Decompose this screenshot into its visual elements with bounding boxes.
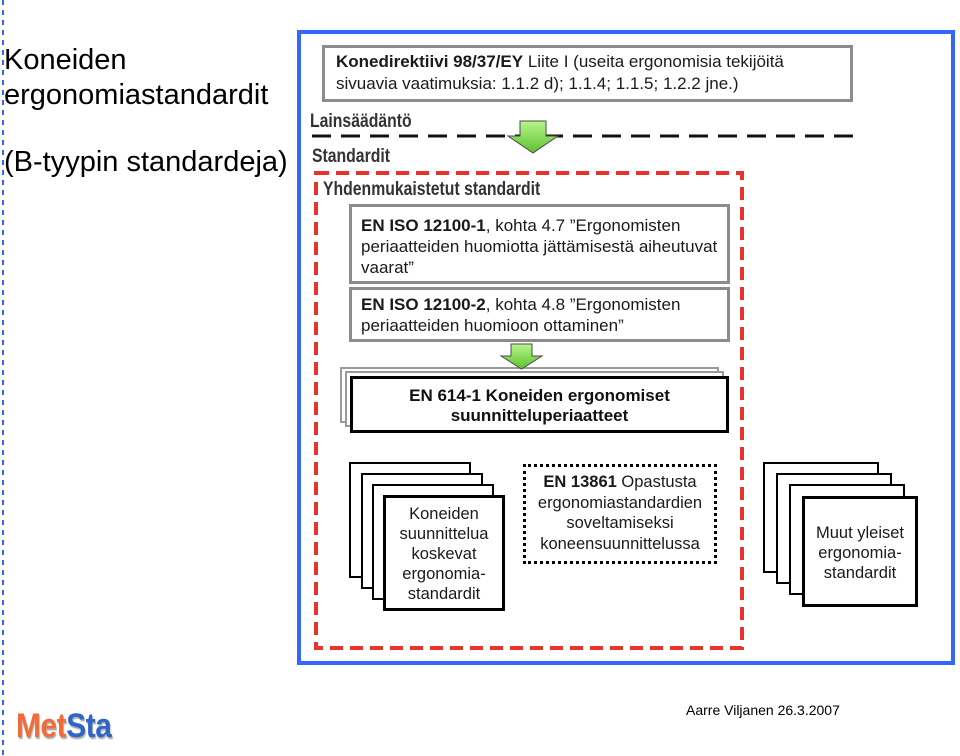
down-arrow-icon — [499, 343, 544, 370]
machine-design-line-4: ergonomia- — [402, 565, 486, 583]
other-standards-line-2: ergonomia- — [818, 544, 902, 562]
other-standards-line-3: standardit — [823, 564, 897, 582]
legislation-label: Lainsäädäntö — [310, 111, 412, 132]
en-614-1-line-2: suunnitteluperiaatteet — [450, 406, 629, 425]
iso-12100-2-box: EN ISO 12100-2, kohta 4.8 ”Ergonomisten … — [349, 287, 730, 342]
iso-12100-2-clause: , kohta 4.8 ”Ergonomisten — [485, 295, 681, 314]
directive-name: Konedirektiivi 98/37/EY — [336, 52, 524, 71]
en-13861-box: EN 13861 Opastusta ergonomiastandardien … — [523, 464, 717, 564]
machine-design-standards-card: Koneiden suunnittelua koskevat ergonomia… — [383, 495, 505, 611]
slide-title-line-1: Koneiden — [4, 44, 127, 76]
en-614-1-box: EN 614-1 Koneiden ergonomiset suunnittel… — [350, 376, 729, 433]
iso-12100-2-line-1: EN ISO 12100-2, kohta 4.8 ”Ergonomisten — [361, 294, 727, 315]
standards-frame — [297, 30, 955, 665]
en-614-1-line-1: EN 614-1 Koneiden ergonomiset — [409, 386, 670, 405]
machine-design-line-1: Koneiden — [409, 505, 479, 523]
en-13861-line-2: ergonomiastandardien — [537, 493, 703, 512]
machinery-directive-box: Konedirektiivi 98/37/EY Liite I (useita … — [322, 45, 853, 102]
iso-12100-2-code: EN ISO 12100-2 — [361, 295, 486, 314]
slide-title-line-2: ergonomiastandardit — [4, 79, 269, 111]
machine-design-line-2: suunnittelua — [399, 525, 489, 543]
iso-12100-1-line-1: EN ISO 12100-1, kohta 4.7 ”Ergonomisten — [361, 215, 727, 236]
slide-subtitle: (B-tyypin standardeja) — [4, 146, 288, 178]
iso-12100-1-clause: , kohta 4.7 ”Ergonomisten — [485, 216, 681, 235]
logo-part-met: Met — [16, 707, 67, 745]
machine-design-line-5: standardit — [407, 585, 481, 603]
en-13861-text: Opastusta — [616, 473, 697, 491]
other-standards-line-1: Muut yleiset — [815, 524, 905, 542]
iso-12100-1-line-3: vaarat” — [361, 258, 414, 277]
directive-text: Liite I (useita ergonomisia tekijöitä — [523, 52, 784, 71]
harmonized-standards-label: Yhdenmukaistetut standardit — [323, 179, 541, 200]
other-standards-card: Muut yleiset ergonomia- standardit — [802, 496, 918, 607]
en-13861-line-1: EN 13861 Opastusta — [526, 472, 714, 493]
en-13861-code: EN 13861 — [543, 473, 617, 491]
directive-line-1: Konedirektiivi 98/37/EY Liite I (useita … — [336, 51, 850, 73]
harmonized-standards-frame — [314, 171, 744, 650]
directive-line-2: sivuavia vaatimuksia: 1.1.2 d); 1.1.4; 1… — [336, 74, 739, 93]
en-13861-line-4: koneensuunnittelussa — [540, 534, 700, 553]
iso-12100-1-line-2: periaatteiden huomiotta jättämisestä aih… — [361, 237, 718, 256]
down-arrow-icon — [506, 120, 560, 154]
author-date: Aarre Viljanen 26.3.2007 — [686, 702, 840, 718]
machine-design-line-3: koskevat — [411, 545, 477, 563]
metsta-logo: MetSta — [16, 706, 112, 746]
logo-part-sta: Sta — [66, 707, 112, 745]
en-13861-line-3: soveltamiseksi — [566, 514, 674, 532]
standards-label: Standardit — [312, 146, 390, 167]
iso-12100-1-box: EN ISO 12100-1, kohta 4.7 ”Ergonomisten … — [349, 204, 730, 284]
iso-12100-2-line-2: periaatteiden huomioon ottaminen” — [361, 316, 624, 335]
iso-12100-1-code: EN ISO 12100-1 — [361, 216, 486, 235]
